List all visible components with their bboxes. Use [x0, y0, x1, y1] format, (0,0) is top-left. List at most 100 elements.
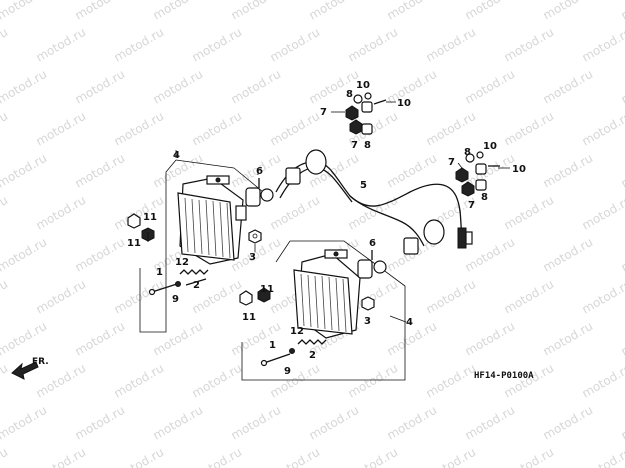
harness-connector	[457, 227, 473, 249]
watermark-text: motod.ru	[463, 0, 518, 23]
watermark-text: motod.ru	[0, 235, 49, 275]
watermark-text: motod.ru	[580, 193, 625, 233]
callout-8-top-c: 8	[464, 147, 471, 158]
watermark-text: motod.ru	[34, 193, 89, 233]
headlight-lens-left	[177, 192, 235, 261]
watermark-text: motod.ru	[619, 151, 625, 191]
watermark-text: motod.ru	[151, 319, 206, 359]
watermark-text: motod.ru	[541, 403, 596, 443]
watermark-text: motod.ru	[0, 403, 49, 443]
callout-10-top-c: 10	[483, 141, 497, 152]
headlight-right	[239, 240, 406, 381]
watermark-text: motod.ru	[619, 319, 625, 359]
watermark-text: motod.ru	[190, 25, 245, 65]
watermark-text: motod.ru	[307, 0, 362, 23]
watermark-text: motod.ru	[73, 235, 128, 275]
callout-11-left-b: 11	[127, 238, 141, 249]
watermark-text: motod.ru	[580, 25, 625, 65]
watermark-text: motod.ru	[424, 445, 479, 468]
watermark-text: motod.ru	[229, 403, 284, 443]
watermark-text: motod.ru	[619, 235, 625, 275]
callout-8-top-a: 8	[346, 89, 353, 100]
watermark-text: motod.ru	[229, 0, 284, 23]
callout-1-left: 1	[156, 267, 163, 278]
callout-12-left: 12	[175, 257, 189, 268]
watermark-text: motod.ru	[0, 193, 10, 233]
front-arrow-label: FR.	[32, 357, 49, 367]
bulb-left	[245, 178, 274, 207]
watermark-text: motod.ru	[0, 0, 49, 23]
watermark-text: motod.ru	[541, 67, 596, 107]
callouts: 4 4 5 6 6 11 11 11 11 3 3 1 1 12 12 2 2 …	[127, 80, 526, 377]
watermark-text: motod.ru	[463, 67, 518, 107]
callout-2-left: 2	[193, 280, 200, 291]
watermark-text: motod.ru	[541, 235, 596, 275]
watermark-text: motod.ru	[346, 25, 401, 65]
watermark-text: motod.ru	[73, 319, 128, 359]
callout-8-top-d: 8	[481, 192, 488, 203]
watermark-text: motod.ru	[385, 403, 440, 443]
watermark-text: motod.ru	[0, 319, 49, 359]
watermark-text: motod.ru	[34, 277, 89, 317]
watermark-text: motod.ru	[346, 361, 401, 401]
socket-left	[285, 149, 327, 185]
watermark-text: motod.ru	[541, 151, 596, 191]
watermark-text: motod.ru	[307, 403, 362, 443]
watermark-text: motod.ru	[151, 67, 206, 107]
callout-2-right: 2	[309, 350, 316, 361]
watermark-text: motod.ru	[424, 361, 479, 401]
watermark-text: motod.ru	[112, 25, 167, 65]
watermark-text: motod.ru	[229, 319, 284, 359]
fasteners-top-right	[455, 151, 500, 197]
spring-right	[289, 339, 327, 354]
watermark-text: motod.ru	[190, 445, 245, 468]
watermark-text: motod.ru	[502, 277, 557, 317]
watermark-text: motod.ru	[112, 277, 167, 317]
watermark-text: motod.ru	[502, 445, 557, 468]
callout-3-left: 3	[249, 252, 256, 263]
watermark-text: motod.ru	[424, 25, 479, 65]
callout-8-top-b: 8	[364, 140, 371, 151]
front-arrow: FR.	[11, 357, 49, 380]
watermark-text: motod.ru	[268, 109, 323, 149]
nut-right-11	[239, 287, 271, 306]
watermark-text: motod.ru	[0, 151, 49, 191]
nut-right-3	[361, 296, 375, 311]
watermark-text: motod.ru	[385, 0, 440, 23]
callout-7-top-b: 7	[351, 140, 358, 151]
watermark-text: motod.ru	[73, 151, 128, 191]
watermark-text: motod.ru	[0, 445, 10, 468]
left-outline-bracket	[139, 159, 177, 333]
callout-11-right-a: 11	[260, 284, 274, 295]
watermark-text: motod.ru	[619, 403, 625, 443]
watermark-text: motod.ru	[112, 109, 167, 149]
callout-5: 5	[360, 180, 367, 191]
watermark-text: motod.ru	[541, 0, 596, 23]
callout-6-right: 6	[369, 238, 376, 249]
callout-4-left: 4	[173, 150, 180, 161]
watermark-text: motod.ru	[268, 445, 323, 468]
watermark-text: motod.ru	[0, 109, 10, 149]
right-outline-bracket	[241, 240, 406, 381]
bulb-right	[357, 250, 387, 279]
watermark-text: motod.ru	[424, 109, 479, 149]
callout-4-right: 4	[406, 317, 413, 328]
watermark-text: motod.ru	[151, 0, 206, 23]
watermark-text: motod.ru	[463, 403, 518, 443]
watermark-text: motod.ru	[619, 0, 625, 23]
watermark-text: motod.ru	[580, 361, 625, 401]
watermark-text: motod.ru	[34, 109, 89, 149]
callout-10-top-a: 10	[356, 80, 370, 91]
watermark-text: motod.ru	[112, 361, 167, 401]
callout-10-top-d: 10	[512, 164, 526, 175]
watermark-text: motod.ru	[73, 67, 128, 107]
watermark-text: motod.ru	[190, 109, 245, 149]
headlight-left	[127, 150, 274, 333]
watermark-text: motod.ru	[0, 25, 10, 65]
watermark-text: motod.ru	[34, 25, 89, 65]
nut-left-3	[248, 229, 262, 244]
watermark-text: motod.ru	[580, 445, 625, 468]
